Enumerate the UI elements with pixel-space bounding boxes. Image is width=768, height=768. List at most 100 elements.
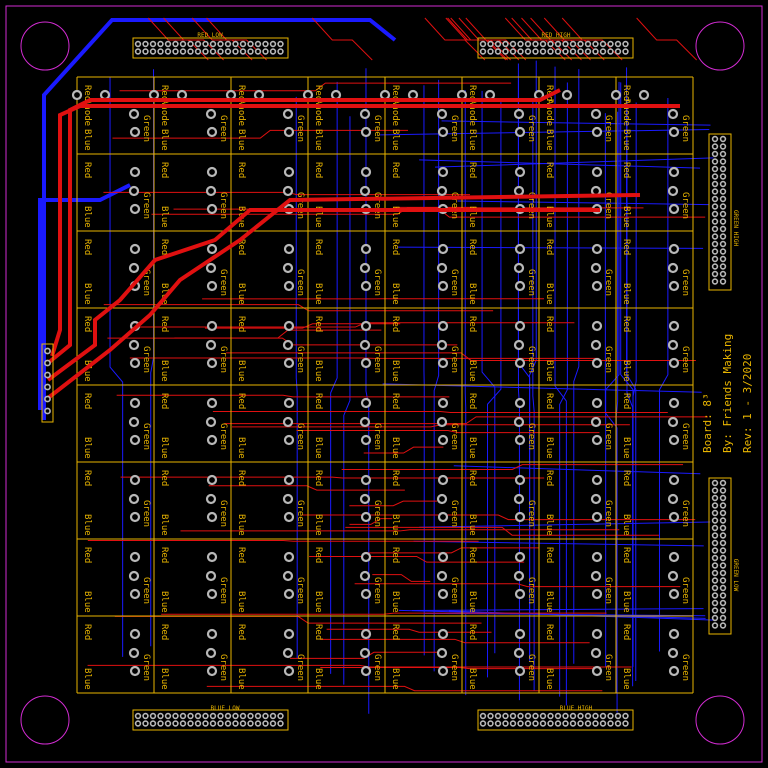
- led-pad: [513, 185, 525, 197]
- label-blue: Blue: [390, 283, 400, 305]
- header-green-low-label: GREEN LOW: [732, 559, 739, 592]
- header-pin: [532, 720, 539, 727]
- label-blue: Blue: [82, 129, 92, 151]
- label-red: Red: [544, 239, 554, 255]
- bottom-trace: [658, 97, 669, 652]
- led-pad: [668, 397, 680, 409]
- label-green: Green: [680, 115, 690, 142]
- label-blue: Blue: [159, 514, 169, 536]
- label-red: Red: [621, 624, 631, 640]
- top-trace: [226, 352, 696, 361]
- header-pin: [711, 233, 719, 240]
- led-pad: [591, 397, 603, 409]
- header-pin: [719, 509, 727, 517]
- led-pad: [437, 665, 449, 677]
- led-pad: [206, 474, 218, 486]
- led-pad: [205, 647, 217, 659]
- led-pad: [206, 397, 218, 409]
- label-blue: Blue: [544, 283, 554, 305]
- led-pad: [206, 588, 218, 600]
- header-red-low-label: RED LOW: [197, 32, 223, 39]
- led-pad: [283, 320, 295, 332]
- header-pin: [547, 720, 554, 727]
- led-pad: [360, 320, 372, 332]
- header-pin: [622, 720, 629, 727]
- bottom-trace: [605, 81, 620, 668]
- led-pad: [360, 243, 372, 255]
- header-pin: [719, 248, 727, 255]
- led-pad: [99, 89, 111, 101]
- label-green: Green: [603, 346, 613, 373]
- header-pin: [547, 712, 554, 720]
- header-pin: [157, 40, 164, 48]
- label-green: Green: [680, 577, 690, 604]
- label-blue: Blue: [82, 283, 92, 305]
- label-red: Red: [544, 393, 554, 409]
- header-pin: [509, 720, 517, 727]
- header-pin: [584, 40, 592, 48]
- led-pad: [668, 511, 680, 523]
- label-blue: Blue: [82, 437, 92, 459]
- header-pin: [524, 712, 532, 720]
- led-pad: [128, 262, 140, 274]
- header-pin: [562, 712, 569, 720]
- header-pin: [217, 720, 224, 727]
- power-pin: [44, 359, 51, 367]
- header-pin: [711, 158, 719, 165]
- header-pin: [719, 584, 727, 592]
- label-green: Green: [372, 500, 382, 527]
- led-pad: [206, 628, 218, 640]
- led-pad: [359, 416, 371, 428]
- led-pad: [436, 262, 448, 274]
- led-pad: [129, 397, 141, 409]
- header-pin: [239, 40, 247, 48]
- header-pin: [487, 40, 494, 48]
- led-pad: [360, 126, 372, 138]
- header-pin: [614, 712, 622, 720]
- header-pin: [622, 40, 629, 48]
- header-pin: [539, 40, 547, 48]
- header-pin: [187, 48, 194, 55]
- label-green: Green: [680, 192, 690, 219]
- label-green: Green: [295, 115, 305, 142]
- header-pin: [209, 720, 217, 727]
- label-red: Red: [467, 85, 477, 101]
- header-pin: [719, 158, 727, 165]
- label-blue: Blue: [467, 514, 477, 536]
- label-red: Red: [390, 470, 400, 486]
- led-pad: [514, 511, 526, 523]
- label-blue: Blue: [236, 514, 246, 536]
- header-pin: [149, 720, 157, 727]
- header-pin: [719, 255, 727, 263]
- header-pin: [719, 218, 727, 225]
- led-pad: [514, 628, 526, 640]
- led-pad: [668, 628, 680, 640]
- label-blue: Blue: [313, 668, 323, 690]
- header-pin: [494, 720, 502, 727]
- led-pad: [513, 416, 525, 428]
- header-pin: [149, 40, 157, 48]
- header-blue-high: BLUE HIGH: [477, 705, 634, 731]
- label-blue: Blue: [621, 129, 631, 151]
- header-pin: [224, 712, 232, 720]
- led-pad: [205, 262, 217, 274]
- led-pad: [591, 665, 603, 677]
- header-pin: [509, 40, 517, 48]
- led-pad: [176, 89, 188, 101]
- label-green: Green: [449, 654, 459, 681]
- header-pin: [592, 712, 599, 720]
- label-blue: Blue: [313, 360, 323, 382]
- label-green: Green: [218, 269, 228, 296]
